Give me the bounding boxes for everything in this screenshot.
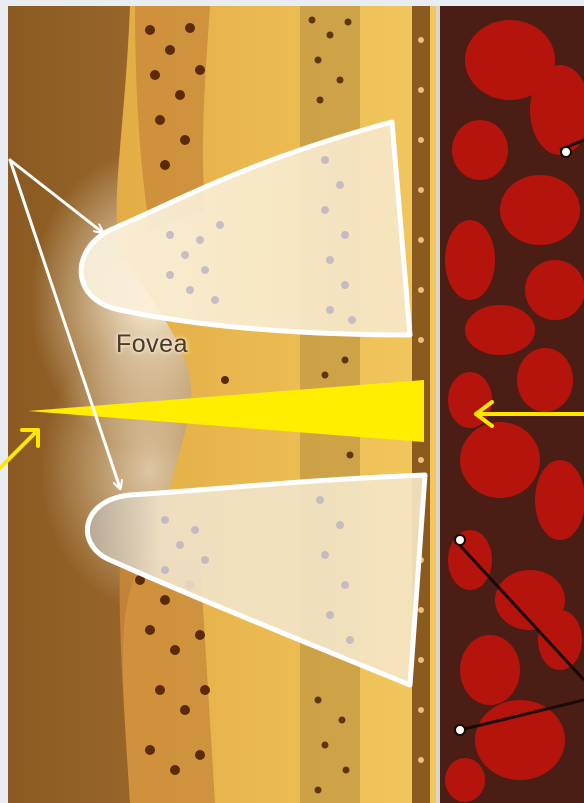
fovea-label: Fovea — [116, 330, 188, 359]
bruchs-membrane — [436, 6, 440, 803]
